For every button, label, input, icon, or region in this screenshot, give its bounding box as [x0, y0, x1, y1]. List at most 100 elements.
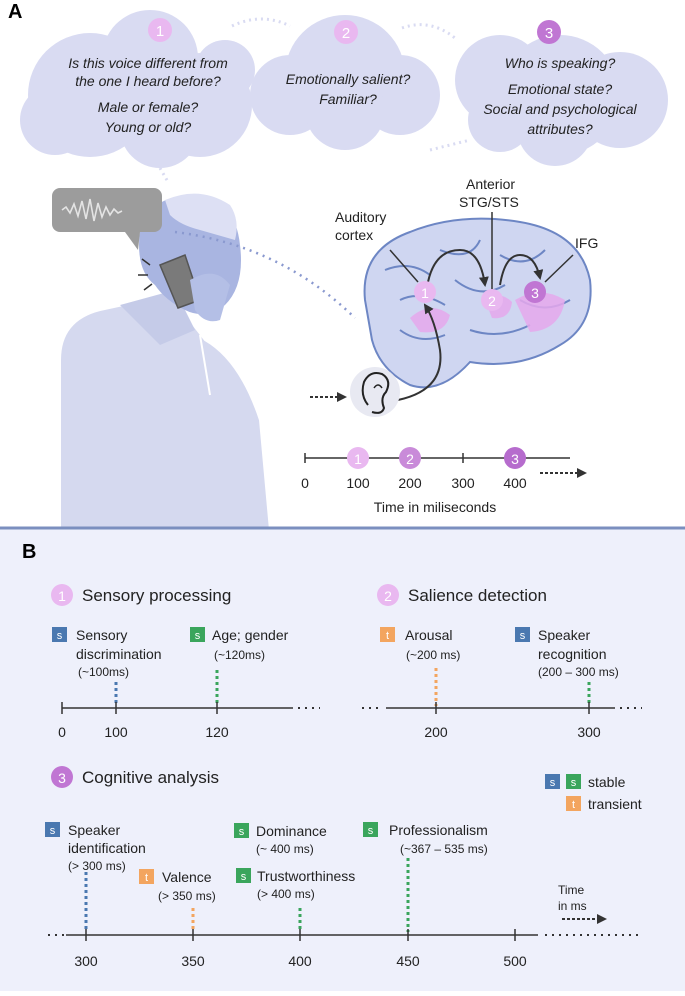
- svg-text:3: 3: [511, 451, 519, 467]
- item-age-gender: s Age; gender (~120ms): [190, 627, 289, 662]
- tick-b1-100: 100: [104, 724, 128, 740]
- svg-text:Social and psychological: Social and psychological: [483, 101, 637, 117]
- item-professionalism: s Professionalism (~367 – 535 ms): [363, 822, 488, 856]
- svg-text:cortex: cortex: [335, 227, 373, 243]
- svg-text:Cognitive analysis: Cognitive analysis: [82, 768, 219, 787]
- tick-b1-0: 0: [58, 724, 66, 740]
- svg-text:3: 3: [531, 285, 539, 301]
- svg-text:Emotionally salient?: Emotionally salient?: [286, 71, 411, 87]
- svg-text:Salience detection: Salience detection: [408, 586, 547, 605]
- ear-icon: [350, 367, 400, 417]
- panel-b-label: B: [22, 541, 36, 563]
- section-cognitive-analysis: 3 Cognitive analysis: [51, 766, 219, 788]
- person-illustration: [59, 193, 272, 531]
- timeline-a-ticks: 0 100 200 300 400: [301, 475, 527, 491]
- label-anterior-stg: Anterior STG/STS: [459, 176, 519, 210]
- pointer-ifg: [544, 254, 574, 283]
- tick-b2-200: 200: [424, 724, 448, 740]
- svg-text:Familiar?: Familiar?: [319, 91, 377, 107]
- svg-text:s: s: [550, 777, 556, 789]
- pointer-auditory: [389, 249, 419, 283]
- bubble-connector-1: [231, 17, 291, 28]
- svg-text:Dominance: Dominance: [256, 823, 327, 839]
- bubble-1-text: Is this voice different from the one I h…: [68, 55, 228, 135]
- tick-b3-350: 350: [181, 953, 205, 969]
- bubble-1: [20, 10, 255, 168]
- svg-text:Young or old?: Young or old?: [105, 119, 192, 135]
- item-dominance: s Dominance (~ 400 ms): [234, 823, 327, 856]
- svg-text:transient: transient: [588, 796, 642, 812]
- svg-text:s: s: [195, 630, 201, 642]
- arrow-node1-node2: [427, 248, 489, 287]
- svg-text:(> 400 ms): (> 400 ms): [257, 887, 315, 901]
- timeline-a-marker-3: 3: [504, 447, 526, 469]
- svg-text:Emotional state?: Emotional state?: [508, 81, 612, 97]
- label-auditory-cortex: Auditory cortex: [335, 209, 386, 243]
- arrow-node2-node3: [499, 253, 544, 286]
- svg-text:2: 2: [406, 451, 414, 467]
- section-salience-detection: 2 Salience detection: [377, 584, 547, 606]
- svg-text:Arousal: Arousal: [405, 627, 452, 643]
- svg-text:(> 300 ms): (> 300 ms): [68, 859, 126, 873]
- svg-text:Speaker: Speaker: [538, 627, 590, 643]
- svg-text:Age; gender: Age; gender: [212, 627, 289, 643]
- svg-text:(~ 400 ms): (~ 400 ms): [256, 842, 314, 856]
- tick-a-200: 200: [398, 475, 422, 491]
- item-speaker-identification: s Speaker identification (> 300 ms): [45, 822, 146, 873]
- svg-text:1: 1: [58, 588, 66, 604]
- svg-text:discrimination: discrimination: [76, 646, 162, 662]
- item-valence: t Valence (> 350 ms): [139, 869, 216, 903]
- svg-text:(~200 ms): (~200 ms): [406, 648, 460, 662]
- svg-text:t: t: [572, 799, 575, 811]
- bubble-number-2: 2: [334, 20, 358, 44]
- svg-text:Professionalism: Professionalism: [389, 822, 488, 838]
- svg-text:s: s: [368, 825, 374, 837]
- tick-b3-450: 450: [396, 953, 420, 969]
- svg-text:Sensory processing: Sensory processing: [82, 586, 231, 605]
- tick-b3-500: 500: [503, 953, 527, 969]
- svg-text:2: 2: [488, 293, 496, 309]
- bubble-connector-2: [401, 23, 456, 40]
- bubble-2: [250, 15, 440, 150]
- item-speaker-recognition: s Speaker recognition (200 – 300 ms): [515, 627, 619, 679]
- svg-text:Sensory: Sensory: [76, 627, 127, 643]
- svg-text:2: 2: [342, 25, 350, 42]
- svg-text:Who is speaking?: Who is speaking?: [505, 55, 616, 71]
- brain-node-1: 1: [414, 281, 436, 303]
- arrow-ear-node1: [397, 303, 442, 401]
- svg-text:recognition: recognition: [538, 646, 607, 662]
- axis-sensory: 0 100 120: [58, 702, 320, 740]
- tick-b3-400: 400: [288, 953, 312, 969]
- svg-text:Is this voice different from: Is this voice different from: [68, 55, 228, 71]
- timeline-a-marker-1: 1: [347, 447, 369, 469]
- item-sensory-discrimination: s Sensory discrimination (~100ms): [52, 627, 162, 679]
- legend-stable: s s stable: [545, 774, 626, 790]
- svg-text:(> 350 ms): (> 350 ms): [158, 889, 216, 903]
- svg-text:s: s: [50, 825, 56, 837]
- tick-a-400: 400: [503, 475, 527, 491]
- svg-text:(200 – 300 ms): (200 – 300 ms): [538, 665, 619, 679]
- time-caption-b: Time in ms: [558, 883, 607, 924]
- tick-a-100: 100: [346, 475, 370, 491]
- bubble-3: [455, 35, 668, 166]
- bubble-tail: [158, 167, 170, 183]
- svg-text:Speaker: Speaker: [68, 822, 120, 838]
- bubble-number-1: 1: [148, 18, 172, 42]
- brain-node-3: 3: [524, 281, 546, 303]
- item-trustworthiness: s Trustworthiness (> 400 ms): [236, 868, 355, 901]
- svg-text:1: 1: [354, 451, 362, 467]
- tick-b2-300: 300: [577, 724, 601, 740]
- tick-b3-300: 300: [74, 953, 98, 969]
- bubble-2-text: Emotionally salient? Familiar?: [286, 71, 411, 107]
- svg-text:s: s: [520, 630, 526, 642]
- label-ifg: IFG: [575, 235, 598, 251]
- svg-text:(~120ms): (~120ms): [214, 648, 265, 662]
- svg-text:1: 1: [156, 23, 164, 40]
- svg-text:in ms: in ms: [558, 899, 587, 913]
- svg-text:2: 2: [384, 588, 392, 604]
- svg-text:Auditory: Auditory: [335, 209, 386, 225]
- brain-illustration: [363, 217, 592, 389]
- svg-text:1: 1: [421, 285, 429, 301]
- svg-text:attributes?: attributes?: [527, 121, 593, 137]
